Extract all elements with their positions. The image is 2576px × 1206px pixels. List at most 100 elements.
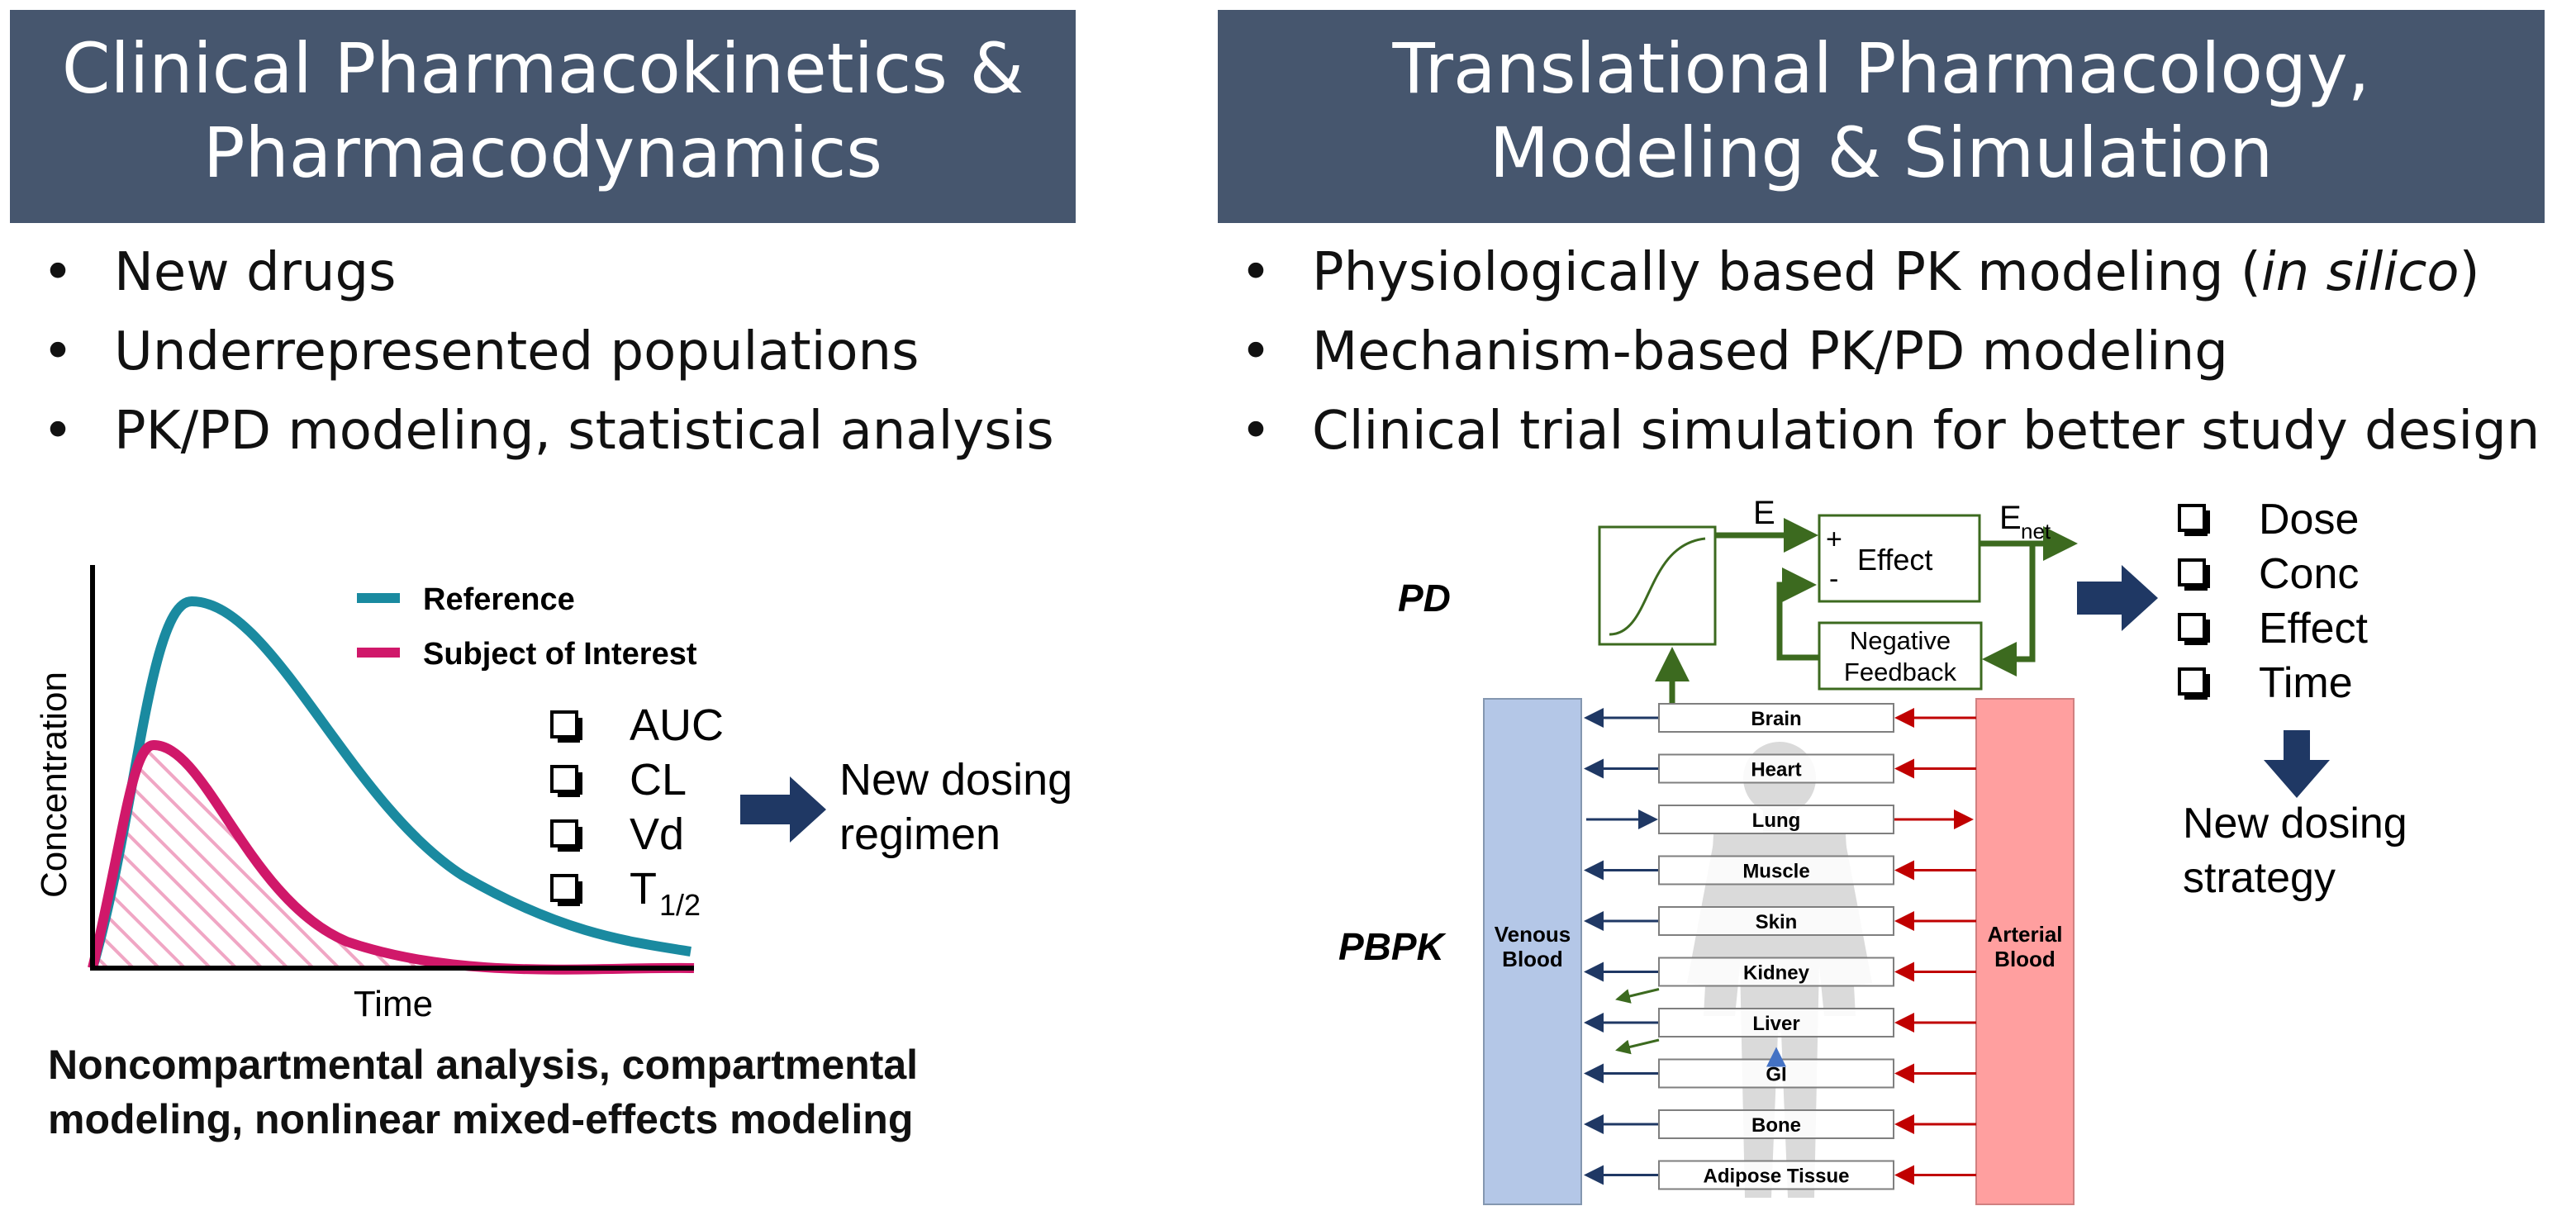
left-bullet: •Underrepresented populations (42, 321, 920, 382)
right-title-line-1: Translational Pharmacology, (1392, 28, 2370, 109)
pk-parameter-checklist: AUC CL Vd T 1/2 (550, 700, 724, 922)
emax-curve-box (1598, 525, 1717, 646)
left-bullet-text: Underrepresented populations (114, 321, 920, 382)
organ-row: Brain (1584, 703, 1976, 733)
elimination-arrow (1615, 1038, 1660, 1055)
checklist-conc: Conc (2259, 550, 2359, 598)
legend-label-reference: Reference (423, 582, 575, 617)
organ-label: Brain (1751, 708, 1801, 730)
organ-box (1658, 957, 1894, 987)
legend-label-subject: Subject of Interest (423, 637, 697, 672)
checkbox-icon (550, 765, 578, 793)
left-bullet: •New drugs (42, 242, 397, 303)
organ-label: Liver (1752, 1013, 1799, 1035)
new-regimen-line-2: regimen (839, 810, 1000, 859)
pbpk-pd-diagram: PD PBPK E + - Effect E net Negative Feed… (1338, 495, 2407, 1205)
organ-label: Adipose Tissue (1704, 1166, 1850, 1188)
new-strategy-line-1: New dosing (2183, 800, 2407, 848)
feedback-line-1: Negative (1850, 626, 1951, 655)
organ-box (1658, 906, 1894, 936)
organ-box (1658, 753, 1894, 784)
organ-row: Liver (1584, 1008, 1976, 1055)
organ-row: Kidney (1584, 957, 1976, 1004)
arrow-right-icon (2077, 565, 2158, 631)
y-axis-label: Concentration (34, 672, 74, 898)
simulation-output-checklist: Dose Conc Effect Time (2178, 496, 2369, 707)
left-bullet: •PK/PD modeling, statistical analysis (42, 401, 1054, 462)
e-label: E (1753, 495, 1775, 531)
organ-label: Skin (1756, 911, 1798, 933)
right-title-line-2: Modeling & Simulation (1489, 112, 2274, 193)
organ-row: Skin (1584, 906, 1976, 936)
caption-line-2: modeling, nonlinear mixed-effects modeli… (48, 1096, 914, 1142)
pd-label: PD (1398, 577, 1451, 620)
checklist-thalf: T (630, 864, 657, 914)
checklist-thalf-subscript: 1/2 (659, 888, 701, 922)
pbpk-label: PBPK (1338, 925, 1447, 968)
feedback-line-2: Feedback (1844, 658, 1957, 686)
checkbox-icon (2178, 667, 2206, 696)
organ-label: Muscle (1742, 861, 1809, 883)
enet-subscript: net (2021, 519, 2051, 544)
venous-line-2: Blood (1502, 947, 1563, 971)
right-bullet: •Physiologically based PK modeling (in s… (1240, 242, 2480, 303)
venous-blood-compartment (1483, 698, 1582, 1205)
right-title-banner: Translational Pharmacology, Modeling & S… (1218, 10, 2545, 223)
new-strategy-line-2: strategy (2183, 854, 2336, 902)
organ-label: Bone (1751, 1114, 1801, 1137)
left-bullet-text: New drugs (114, 242, 397, 303)
elimination-arrow (1615, 988, 1660, 1004)
arrow-right-icon (740, 776, 826, 843)
effect-minus: - (1829, 563, 1838, 595)
organ-label: Lung (1752, 810, 1801, 832)
organ-row: Bone (1584, 1109, 1976, 1139)
arterial-line-2: Blood (1994, 947, 2056, 971)
organ-box (1658, 805, 1894, 834)
organ-label: GI (1766, 1064, 1786, 1086)
effect-box (1818, 514, 1981, 603)
auc-hatched-area (93, 745, 694, 970)
checkbox-icon (2178, 558, 2206, 586)
effect-label: Effect (1857, 543, 1932, 577)
pk-curve-diagram: Concentration Time Reference Subject of … (34, 565, 1072, 1024)
right-bullet: •Mechanism-based PK/PD modeling (1240, 321, 2228, 382)
right-bullet: •Clinical trial simulation for better st… (1240, 401, 2540, 462)
checkbox-icon (550, 819, 578, 848)
left-bullet-text: PK/PD modeling, statistical analysis (114, 401, 1054, 462)
arrow-down-icon (2264, 730, 2330, 798)
reference-curve (88, 596, 692, 970)
right-bullet-paren: ) (2459, 242, 2480, 303)
checklist-vd: Vd (630, 810, 684, 859)
organ-box (1658, 1109, 1894, 1139)
checkbox-icon (2178, 613, 2206, 641)
organ-row: Lung (1586, 805, 1974, 834)
arterial-line-1: Arterial (1987, 922, 2062, 947)
left-title-banner: Clinical Pharmacokinetics & Pharmacodyna… (10, 10, 1076, 223)
right-bullet-list: •Physiologically based PK modeling (in s… (1239, 233, 2540, 471)
organ-box (1658, 1008, 1894, 1037)
arterial-blood-compartment (1975, 698, 2075, 1205)
methods-caption: Noncompartmental analysis, compartmental… (48, 1037, 918, 1147)
checkbox-icon (550, 710, 578, 738)
new-regimen-line-1: New dosing (839, 755, 1072, 805)
left-title-line-2: Pharmacodynamics (202, 112, 883, 193)
checklist-time: Time (2259, 659, 2353, 707)
organ-row: Adipose Tissue (1584, 1160, 1976, 1190)
organ-box (1658, 855, 1894, 886)
organ-row: Muscle (1584, 855, 1976, 886)
organ-row: GI (1584, 1058, 1976, 1089)
checklist-cl: CL (630, 755, 687, 805)
organ-label: Heart (1751, 759, 1801, 781)
organ-box (1658, 703, 1894, 733)
checkbox-icon (550, 874, 578, 902)
checklist-effect: Effect (2259, 605, 2369, 653)
left-bullet-list: •New drugs •Underrepresented populations… (41, 233, 1054, 471)
emax-sigmoid-curve (1609, 537, 1706, 636)
right-bullet-text: Mechanism-based PK/PD modeling (1312, 321, 2228, 382)
checklist-dose: Dose (2259, 496, 2359, 544)
organ-box (1658, 1160, 1894, 1190)
organ-label: Kidney (1743, 962, 1810, 985)
right-bullet-text: Physiologically based PK modeling ( (1312, 242, 2261, 303)
checklist-auc: AUC (630, 700, 724, 750)
